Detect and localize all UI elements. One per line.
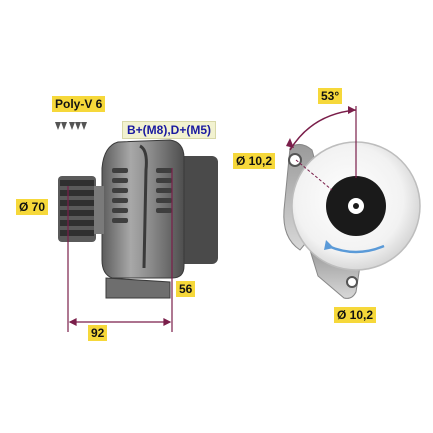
mount-hole-top [288, 153, 302, 167]
cooling-slots [112, 168, 172, 223]
hole-top-label: Ø 10,2 [233, 153, 276, 169]
alternator-side-view [58, 139, 218, 299]
dimension-lines [67, 168, 173, 332]
angle-label: 53° [318, 88, 343, 104]
hole-bottom-label: Ø 10,2 [334, 307, 377, 323]
length-label: 92 [88, 325, 108, 341]
height-label: 56 [176, 281, 196, 297]
poly-v-icon [55, 122, 87, 130]
pulley [58, 176, 104, 242]
angle-arc [289, 109, 357, 151]
mount-hole-bottom [346, 276, 358, 288]
alternator-rear-view [283, 106, 421, 299]
terminals-label: B+(M8),D+(M5) [122, 121, 217, 139]
pulley-diameter-label: Ø 70 [16, 199, 49, 215]
belt-label: Poly-V 6 [52, 96, 106, 112]
